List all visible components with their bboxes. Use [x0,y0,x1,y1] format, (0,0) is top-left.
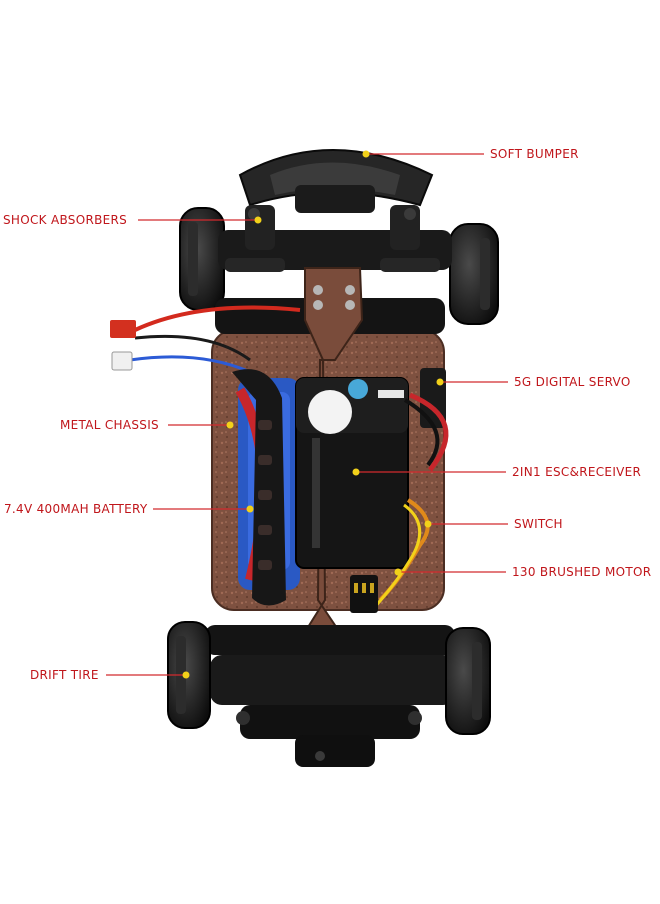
battery-pack [232,369,300,606]
label-metal-chassis: METAL CHASSIS [60,418,159,432]
label-5g-digital-servo: 5G DIGITAL SERVO [514,375,631,389]
callout-dots [182,150,444,679]
front-left-tire [179,207,225,311]
esc-receiver-unit [295,377,409,569]
label-switch: SWITCH [514,517,563,531]
callout-dot-130-brushed-motor [394,568,402,576]
switch-and-motor-wiring [350,498,430,613]
label-130-brushed-motor: 130 BRUSHED MOTOR [512,565,652,579]
callout-dot-switch [424,520,432,528]
label-shock-absorbers: SHOCK ABSORBERS [3,213,128,227]
rear-right-tire [445,627,491,735]
callout-dot-soft-bumper [362,150,370,158]
callout-dot-drift-tire [182,671,190,679]
label-soft-bumper: SOFT BUMPER [490,147,579,161]
label-drift-tire: DRIFT TIRE [30,668,99,682]
front-right-tire [449,223,499,325]
callout-dot-shock-absorbers [254,216,262,224]
label-2in1-esc-receiver: 2IN1 ESC&RECEIVER [512,465,642,479]
callout-dot-5g-digital-servo [436,378,444,386]
label-battery: 7.4V 400MAH BATTERY [4,502,148,516]
callout-lines [106,153,508,676]
battery-wires [110,305,301,374]
soft-bumper-part [238,149,434,213]
callout-dot-2in1-esc-receiver [352,468,360,476]
rear-suspension [205,625,455,767]
callout-dot-metal-chassis [226,421,234,429]
callout-dot-battery [246,505,254,513]
